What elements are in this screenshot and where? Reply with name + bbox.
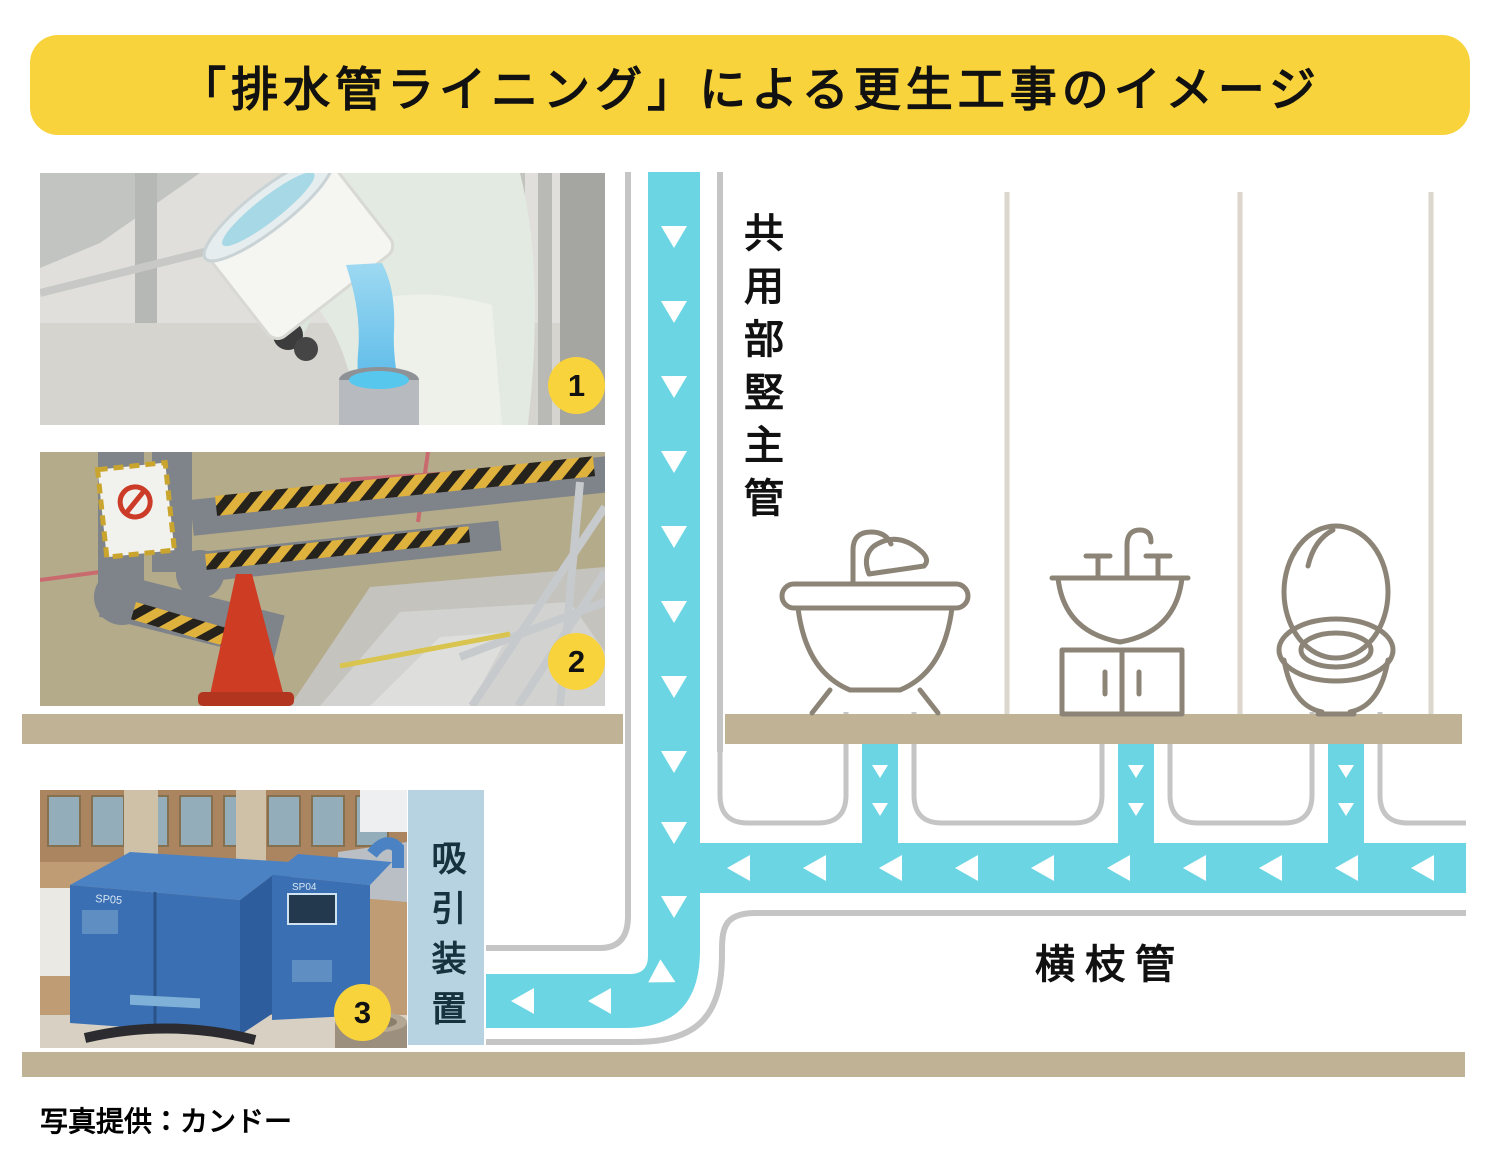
flow-arrows bbox=[511, 226, 1434, 1014]
photo2-illustration bbox=[40, 452, 605, 706]
step-number: 2 bbox=[567, 643, 586, 679]
title-banner: 「排水管ライニング」による更生工事のイメージ bbox=[30, 35, 1470, 135]
photo-suction-units: SP05 SP04 bbox=[40, 790, 407, 1048]
step-number: 3 bbox=[353, 994, 372, 1030]
photo3-illustration: SP05 SP04 bbox=[40, 790, 407, 1048]
pipe-casing bbox=[486, 172, 1466, 1045]
photo-taped-pipes bbox=[40, 452, 605, 706]
photo-lining-material-pour bbox=[40, 173, 605, 425]
riser-pipe bbox=[486, 172, 700, 1028]
suction-machine-2: SP04 bbox=[272, 837, 404, 1020]
room-wall-lines bbox=[1004, 192, 1434, 714]
photo1-illustration bbox=[40, 173, 605, 425]
suction-device-box: 吸引装置 bbox=[408, 790, 484, 1045]
photo-credit: 写真提供：カンドー bbox=[40, 1106, 293, 1137]
machine-label-2: SP04 bbox=[292, 882, 317, 893]
sink-icon bbox=[1049, 527, 1191, 717]
bathtub-icon bbox=[779, 529, 971, 716]
toilet-icon bbox=[1276, 523, 1396, 717]
page-title: 「排水管ライニング」による更生工事のイメージ bbox=[179, 62, 1321, 116]
suction-device-label: 吸引装置 bbox=[426, 840, 466, 1040]
lined-pipes bbox=[486, 172, 1466, 1028]
step-badge-3: 3 bbox=[334, 984, 391, 1041]
machine-label-1: SP05 bbox=[95, 893, 123, 907]
step-number: 1 bbox=[567, 367, 586, 403]
warning-sign bbox=[94, 459, 178, 560]
traffic-cone bbox=[198, 574, 294, 706]
riser-pipe-label: 共用部竪主管 bbox=[738, 212, 782, 530]
step-badge-1: 1 bbox=[548, 357, 605, 414]
branch-pipe-label: 横枝管 bbox=[1035, 943, 1185, 987]
floor-slabs bbox=[22, 714, 1465, 1077]
suction-machine-1: SP05 bbox=[70, 852, 290, 1035]
step-badge-2: 2 bbox=[548, 633, 605, 690]
resin-bucket bbox=[202, 173, 395, 340]
